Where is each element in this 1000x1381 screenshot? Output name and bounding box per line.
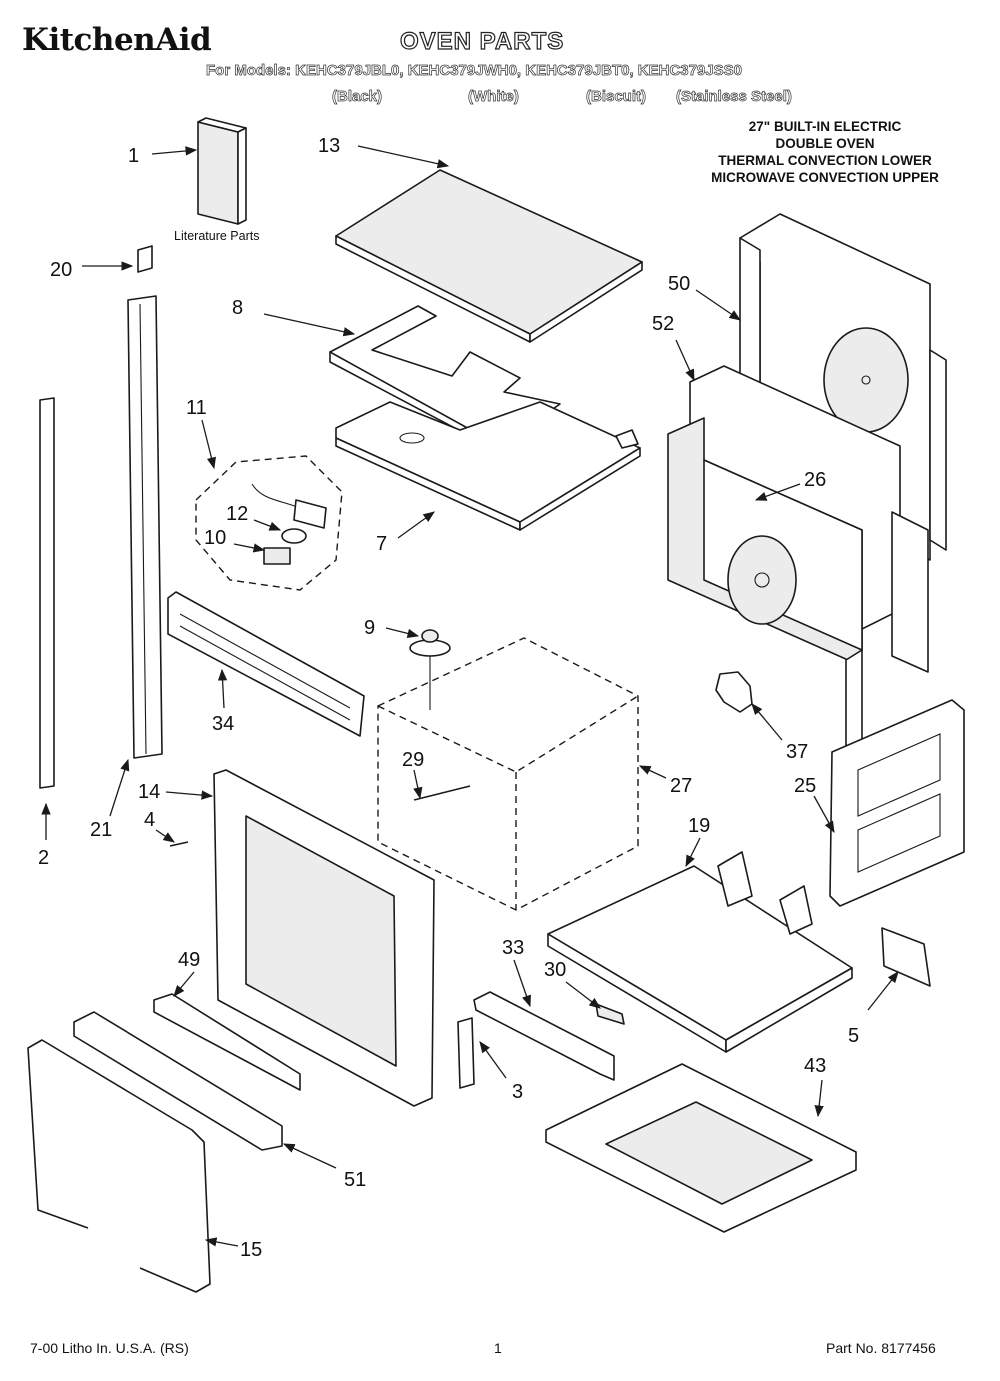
footer-page-number: 1 xyxy=(494,1340,502,1356)
part-12-lens xyxy=(281,528,307,544)
part-34-vent-grille xyxy=(167,591,365,737)
part-43-tray xyxy=(545,1063,857,1233)
callout-26: 26 xyxy=(804,469,826,491)
part-11-group-outline xyxy=(195,455,343,591)
page-title: OVEN PARTS xyxy=(399,27,565,55)
part-9-bracket xyxy=(409,629,451,710)
description-line: MICROWAVE CONVECTION UPPER xyxy=(711,170,939,185)
part-10-socket xyxy=(263,547,291,565)
callout-50: 50 xyxy=(668,273,690,295)
footer-litho: 7-00 Litho In. U.S.A. (RS) xyxy=(30,1340,189,1356)
part-13-panel-side xyxy=(529,261,643,343)
variant-white: (White) xyxy=(468,88,520,106)
part-15-gasket xyxy=(27,1039,211,1293)
callout-15: 15 xyxy=(240,1239,262,1261)
callout-29: 29 xyxy=(402,749,424,771)
models-line: For Models: KEHC379JBL0, KEHC379JWH0, KE… xyxy=(206,62,743,80)
variant-black: (Black) xyxy=(332,88,383,106)
part-29-shaft xyxy=(413,785,471,801)
part-26-fan-assembly xyxy=(667,365,929,759)
callout-19: 19 xyxy=(688,815,710,837)
callout-1: 1 xyxy=(128,145,139,167)
part-11-lamp xyxy=(251,483,327,529)
callout-13: 13 xyxy=(318,135,340,157)
part-5-bracket xyxy=(881,927,931,987)
part-27-oven-cavity xyxy=(377,637,639,911)
callout-2: 2 xyxy=(38,847,49,869)
part-7-top-wrapper xyxy=(335,401,641,531)
callout-3: 3 xyxy=(512,1081,523,1103)
callout-37: 37 xyxy=(786,741,808,763)
part-14-front-frame xyxy=(213,769,435,1107)
variant-stainless: (Stainless Steel) xyxy=(676,88,793,106)
variant-biscuit: (Biscuit) xyxy=(586,88,647,106)
callout-51: 51 xyxy=(344,1169,366,1191)
part-3-bracket xyxy=(457,1017,475,1089)
leader-lines xyxy=(41,145,899,1247)
part-37-gasket xyxy=(715,671,753,713)
part-13-panel xyxy=(335,169,643,335)
callout-14: 14 xyxy=(138,781,160,803)
callout-8: 8 xyxy=(232,297,243,319)
oven-description: 27" BUILT-IN ELECTRIC DOUBLE OVEN THERMA… xyxy=(680,118,970,186)
callout-30: 30 xyxy=(544,959,566,981)
callout-5: 5 xyxy=(848,1025,859,1047)
callout-27: 27 xyxy=(670,775,692,797)
callout-11: 11 xyxy=(186,397,207,419)
callout-25: 25 xyxy=(794,775,816,797)
callout-33: 33 xyxy=(502,937,524,959)
callout-4: 4 xyxy=(144,809,155,831)
literature-label: Literature Parts xyxy=(174,229,259,243)
part-49-trim xyxy=(153,993,301,1091)
description-line: DOUBLE OVEN xyxy=(775,136,875,151)
part-2-strip xyxy=(39,397,55,789)
part-20-clip xyxy=(137,245,153,273)
callout-9: 9 xyxy=(364,617,375,639)
part-21-groove xyxy=(139,303,147,755)
part-21-side-trim xyxy=(127,295,163,759)
part-4-screw xyxy=(169,841,189,847)
callout-43: 43 xyxy=(804,1055,826,1077)
callout-49: 49 xyxy=(178,949,200,971)
callout-52: 52 xyxy=(652,313,674,335)
callout-20: 20 xyxy=(50,259,72,281)
part-33-rail xyxy=(473,991,615,1081)
description-line: 27" BUILT-IN ELECTRIC xyxy=(748,119,902,134)
callout-labels: 1 13 20 8 50 52 11 12 10 7 26 9 34 29 27… xyxy=(38,135,859,1261)
callout-7: 7 xyxy=(376,533,387,555)
callout-21: 21 xyxy=(90,819,112,841)
callout-10: 10 xyxy=(204,527,226,549)
part-51-trim xyxy=(73,1011,283,1151)
part-30-clip xyxy=(595,1003,625,1025)
part-19-bottom-panel xyxy=(547,851,853,1053)
callout-34: 34 xyxy=(212,713,234,735)
brand-logo: KitchenAid xyxy=(22,22,212,58)
part-25-side-panel xyxy=(829,699,965,907)
description-line: THERMAL CONVECTION LOWER xyxy=(718,153,932,168)
callout-12: 12 xyxy=(226,503,248,525)
footer-part-number: Part No. 8177456 xyxy=(826,1340,936,1356)
part-1-literature xyxy=(197,117,247,225)
